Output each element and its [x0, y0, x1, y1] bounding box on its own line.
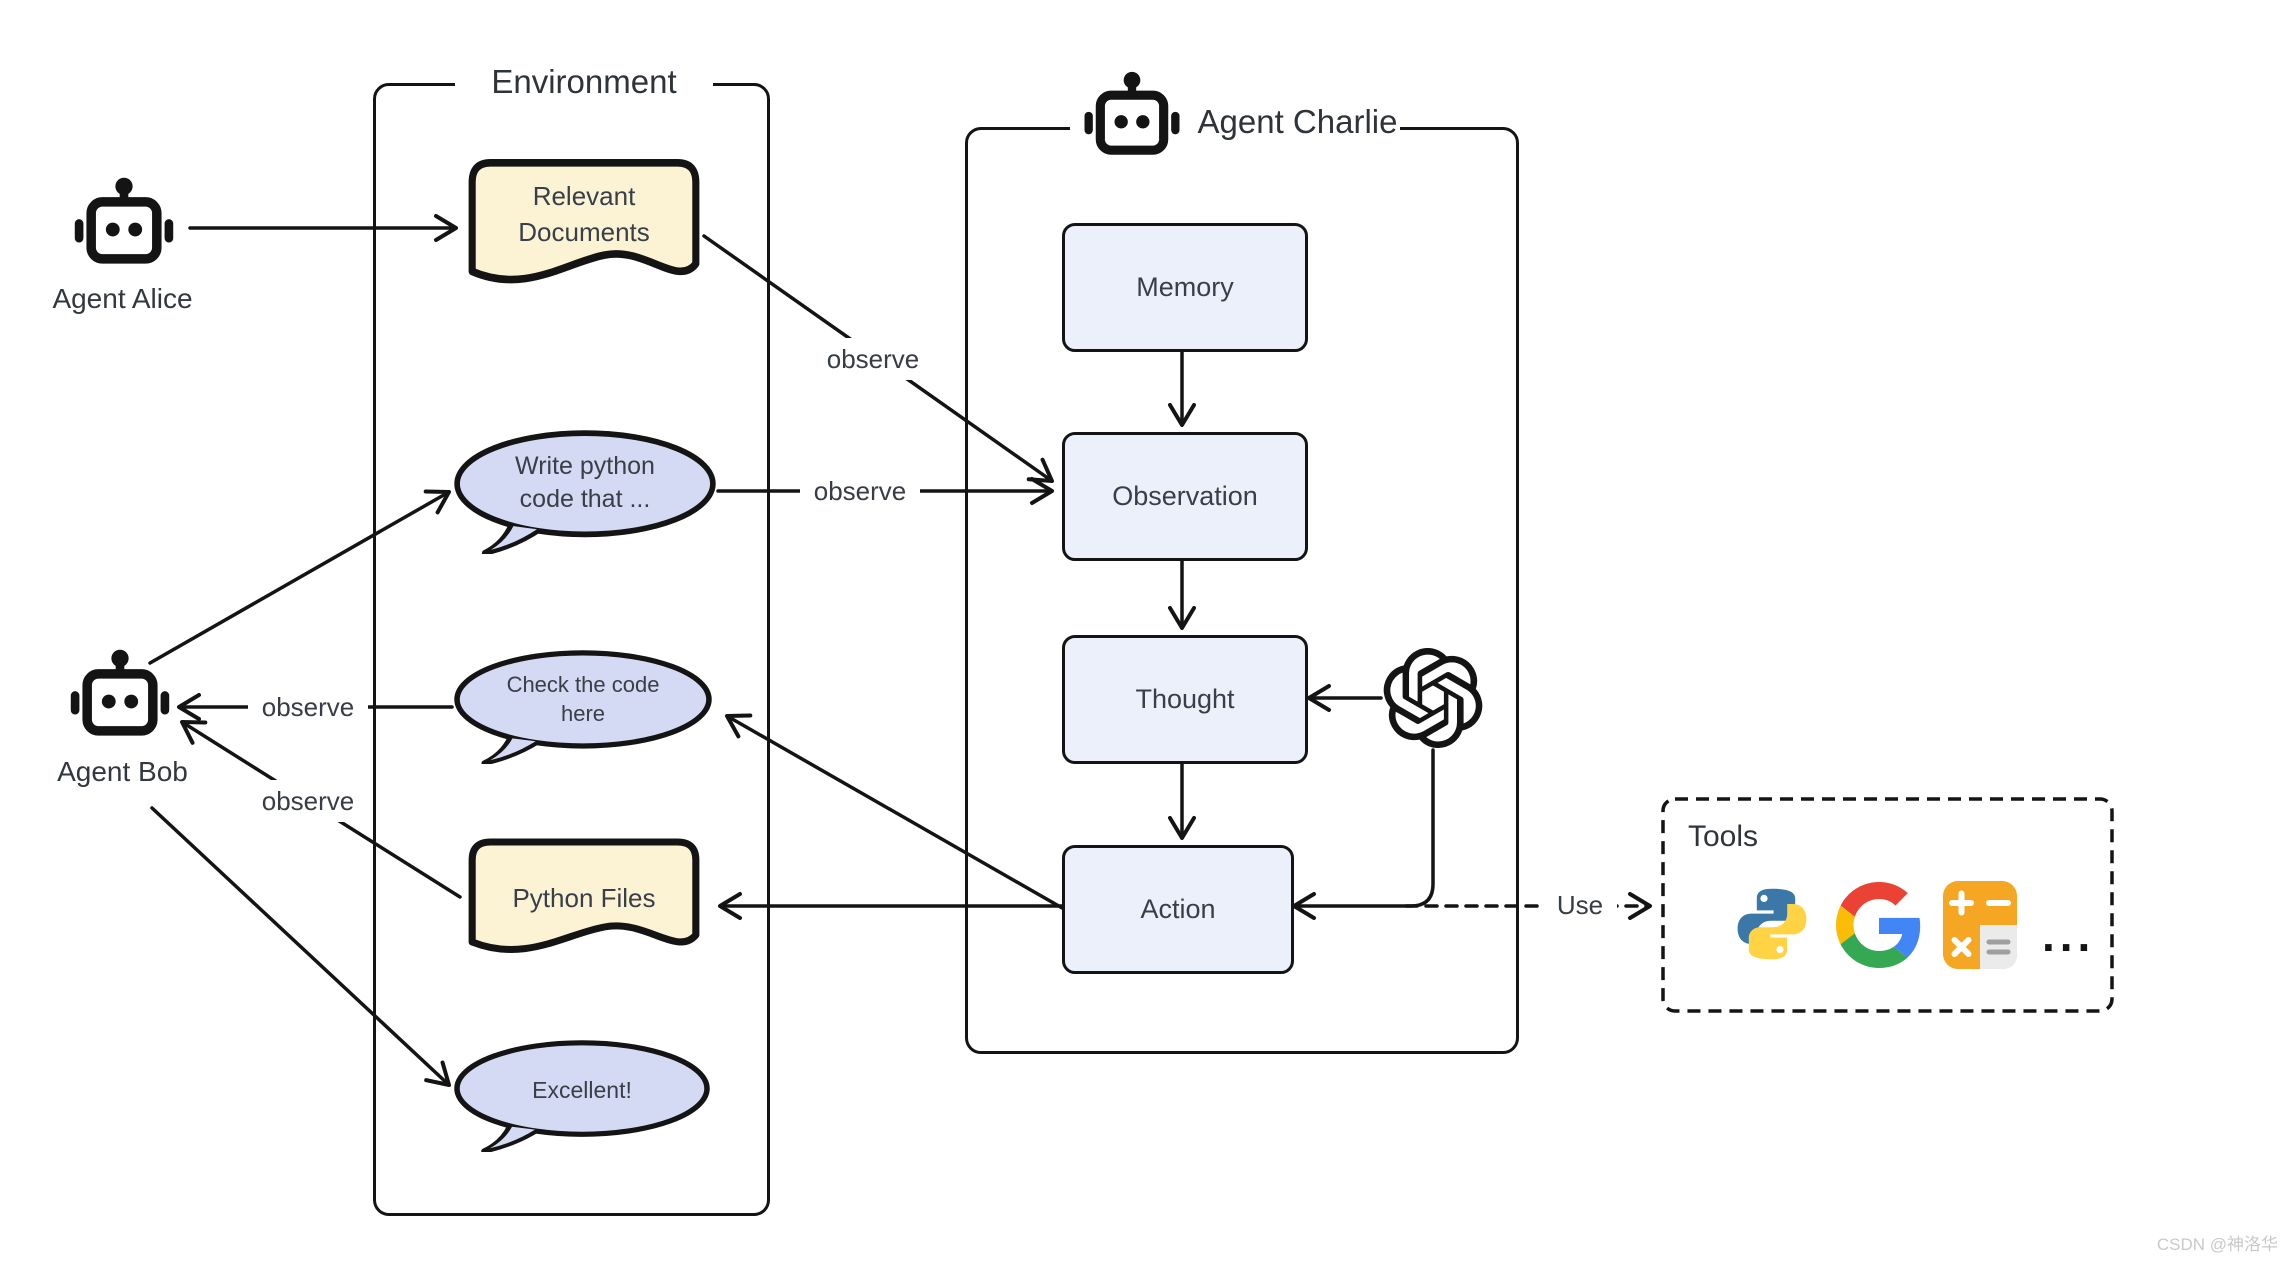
python-logo: [1737, 888, 1807, 960]
robot-icon-alice: [72, 176, 176, 271]
agent-alice-label: Agent Alice: [52, 283, 193, 314]
robot-icon-bob: [68, 648, 172, 743]
observe-label-check: observe: [248, 686, 368, 728]
python-files-label: Python Files: [512, 883, 656, 913]
environment-title: Environment: [455, 60, 713, 104]
openai-logo-icon: [1383, 648, 1483, 748]
observe-label-docs: observe: [813, 338, 933, 380]
write-bubble-line1: Write python: [515, 452, 655, 480]
write-bubble-line2: code that ...: [519, 485, 651, 513]
excellent-bubble-label: Excellent!: [532, 1077, 632, 1103]
robot-icon-charlie: [1082, 70, 1182, 162]
observation-node: Observation: [1062, 432, 1308, 561]
python-files-node: Python Files: [462, 832, 706, 972]
check-bubble-line2: here: [560, 701, 606, 726]
use-label: Use: [1543, 884, 1617, 926]
agent-bob-label: Agent Bob: [57, 756, 188, 787]
observe-label-write: observe: [800, 470, 920, 512]
relevant-documents-node: Relevant Documents: [462, 152, 706, 304]
thought-node: Thought: [1062, 635, 1308, 764]
tools-box: Tools: [1660, 796, 2115, 1014]
relevant-documents-line2: Documents: [518, 217, 650, 247]
check-code-bubble: Check the code here: [452, 650, 714, 764]
observe-label-files: observe: [248, 780, 368, 822]
action-node: Action: [1062, 845, 1294, 974]
more-tools-ellipsis: ...: [2042, 909, 2096, 961]
write-python-bubble: Write python code that ...: [452, 430, 718, 554]
watermark: CSDN @神洛华: [2156, 1235, 2278, 1254]
relevant-documents-line1: Relevant: [532, 181, 636, 211]
excellent-bubble: Excellent!: [452, 1040, 712, 1152]
agent-charlie-title: Agent Charlie: [1197, 103, 1398, 140]
google-logo: [1836, 882, 1921, 968]
tools-title: Tools: [1688, 820, 1759, 853]
calculator-icon: [1943, 881, 2017, 969]
check-bubble-line1: Check the code: [506, 672, 660, 697]
memory-node: Memory: [1062, 223, 1308, 352]
